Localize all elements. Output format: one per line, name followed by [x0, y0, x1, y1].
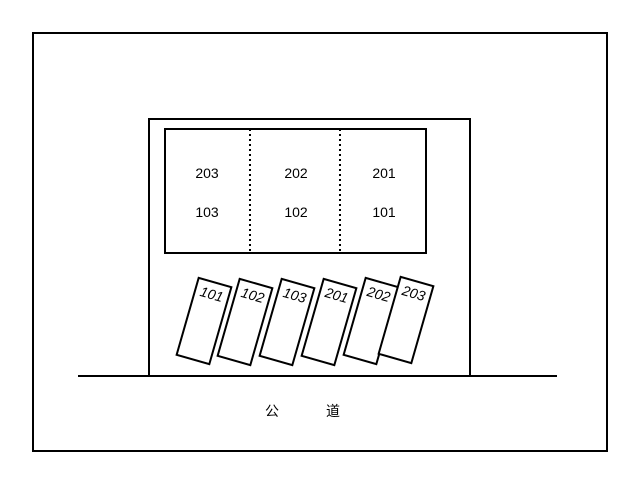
room-label-upper: 201: [372, 165, 396, 181]
lot-boundary: [148, 118, 471, 376]
parking-slot-label: 101: [198, 283, 225, 305]
parking-slot: 201: [300, 277, 358, 367]
parking-slot-label: 103: [281, 284, 308, 306]
room-label-lower: 103: [195, 204, 219, 220]
parking-slot: 202: [342, 276, 400, 366]
room-label-lower: 102: [284, 204, 308, 220]
parking-slot-label: 203: [399, 282, 427, 304]
road-label-char: 公: [265, 404, 279, 420]
parking-slot-label: 201: [322, 284, 350, 306]
room-label-lower: 101: [372, 204, 396, 220]
outer-frame: [32, 32, 608, 452]
parking-slot-label: 202: [364, 283, 392, 305]
parking-slot: 103: [258, 277, 316, 367]
road-label-char: 道: [326, 404, 340, 420]
parking-slot-label: 102: [239, 284, 266, 306]
parking-slot: 102: [216, 277, 274, 367]
parking-slot: 203: [377, 275, 435, 365]
parking-slot: 101: [175, 276, 233, 366]
room-label-upper: 202: [284, 165, 308, 181]
room-label-upper: 203: [195, 165, 219, 181]
building-outline: [164, 128, 427, 254]
